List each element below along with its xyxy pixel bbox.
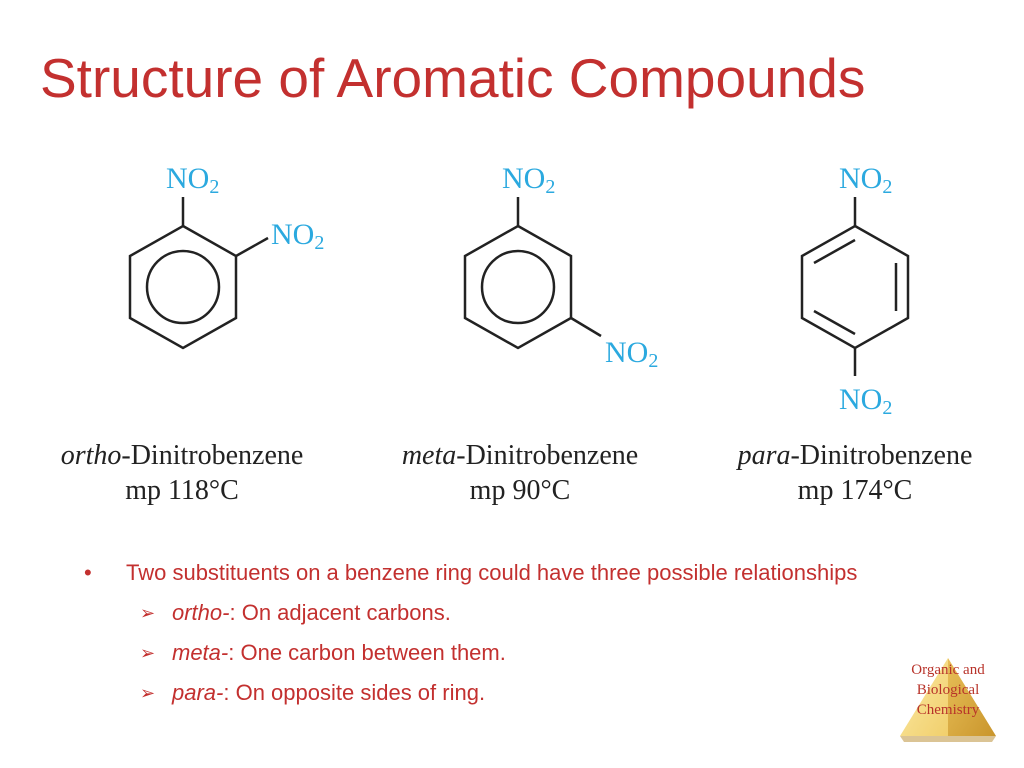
sub-bullet-term: meta-	[172, 640, 229, 665]
logo-line-3: Chemistry	[916, 702, 980, 718]
logo-line-2: Biological	[916, 682, 980, 698]
sub-bullet-meta: ➢ meta-: One carbon between them.	[84, 638, 904, 668]
meta-no2-top: NO2	[502, 162, 555, 198]
sub-bullet-para: ➢ para-: On opposite sides of ring.	[84, 678, 904, 708]
ortho-mp: mp 118°C	[125, 475, 239, 506]
logo-right-face	[948, 658, 996, 736]
para-no2-bottom: NO2	[839, 383, 892, 419]
meta-no2-bottom: NO2	[605, 336, 658, 372]
sub-bullet-text: : One carbon between them.	[228, 640, 506, 665]
para-name: para-Dinitrobenzene	[705, 440, 1005, 472]
meta-mp: mp 90°C	[469, 475, 571, 506]
para-prefix: para	[737, 440, 791, 471]
ortho-bond-2	[235, 236, 269, 258]
arrow-bullet-icon: ➢	[140, 603, 156, 623]
logo-text: Organic and Biological Chemistry	[888, 660, 1008, 720]
meta-benzene-ring	[463, 224, 573, 350]
para-mp: mp 174°C	[797, 475, 913, 506]
slide-title: Structure of Aromatic Compounds	[40, 47, 866, 109]
ortho-name-rest: -Dinitrobenzene	[121, 440, 304, 471]
para-benzene-ring	[800, 224, 910, 350]
ortho-no2-top: NO2	[166, 162, 219, 198]
bullet-list: • Two substituents on a benzene ring cou…	[84, 558, 904, 708]
meta-bond-2	[570, 316, 602, 338]
sub-bullet-term: para-	[172, 680, 224, 705]
bullet-dot-icon: •	[84, 560, 92, 585]
para-dinitrobenzene-structure: NO2 NO2	[800, 162, 910, 419]
meta-aromatic-circle	[480, 249, 556, 325]
pyramid-logo-icon	[900, 658, 996, 742]
bullet-main-item: • Two substituents on a benzene ring cou…	[84, 558, 904, 588]
arrow-bullet-icon: ➢	[140, 683, 156, 703]
bullet-main-text: Two substituents on a benzene ring could…	[126, 560, 858, 585]
logo-left-face	[900, 658, 948, 736]
para-no2-top: NO2	[839, 162, 892, 198]
sub-bullet-text: : On adjacent carbons.	[229, 600, 451, 625]
structures-figure: NO2 NO2 NO2 NO2 NO2 NO2	[128, 162, 910, 419]
ortho-dinitrobenzene-structure: NO2 NO2	[128, 162, 324, 350]
ortho-prefix: ortho	[60, 440, 122, 471]
para-double-bond-1	[813, 238, 856, 265]
logo-line-1: Organic and	[911, 662, 985, 678]
meta-name: meta-Dinitrobenzene	[370, 440, 670, 472]
sub-bullet-ortho: ➢ ortho-: On adjacent carbons.	[84, 598, 904, 628]
meta-dinitrobenzene-structure: NO2 NO2	[463, 162, 658, 372]
para-double-bond-3	[813, 309, 856, 336]
meta-name-rest: -Dinitrobenzene	[456, 440, 639, 471]
ortho-name: ortho-Dinitrobenzene	[32, 440, 332, 472]
arrow-bullet-icon: ➢	[140, 643, 156, 663]
sub-bullet-text: : On opposite sides of ring.	[223, 680, 486, 705]
ortho-aromatic-circle	[145, 249, 221, 325]
ortho-no2-side: NO2	[271, 218, 324, 254]
logo-base-shadow	[900, 736, 996, 742]
para-name-rest: -Dinitrobenzene	[790, 440, 973, 471]
sub-bullet-term: ortho-	[172, 600, 230, 625]
meta-prefix: meta	[401, 440, 457, 471]
